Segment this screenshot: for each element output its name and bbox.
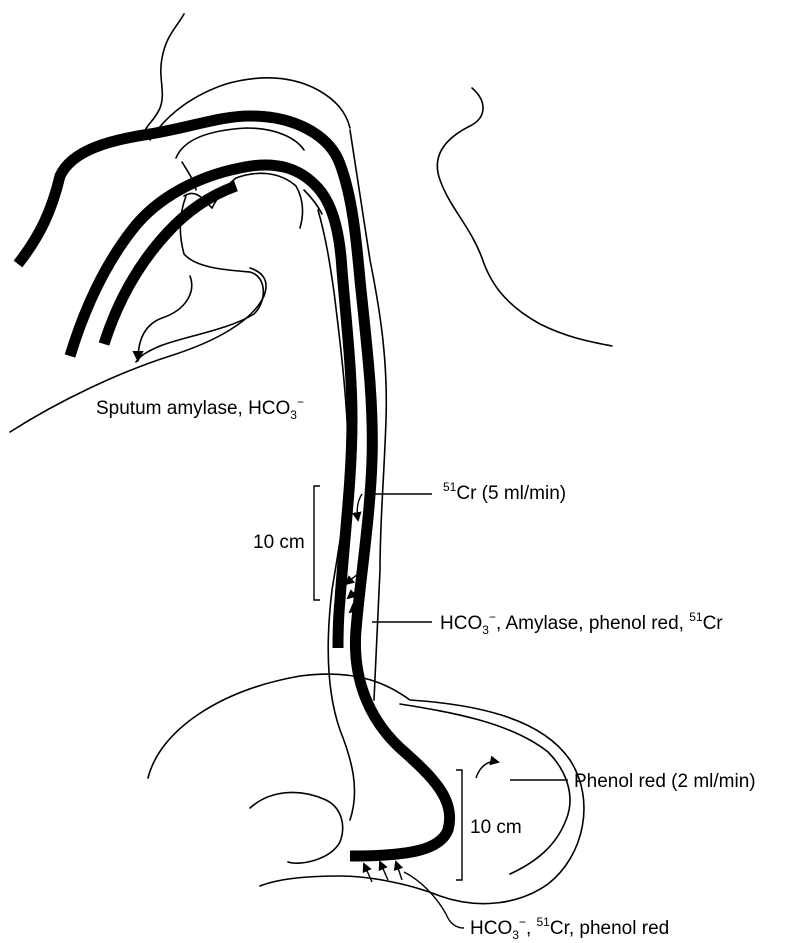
cr-infusion-arrow <box>357 494 362 520</box>
gastric-infusion-label: Phenol red (2 ml/min) <box>574 772 756 791</box>
neck-back-outline <box>437 88 612 346</box>
gastric-10cm-bracket <box>456 770 462 880</box>
esophageal-infusion-label: 51Cr (5 ml/min) <box>443 484 566 503</box>
stomach-inner-outline <box>250 792 343 863</box>
sputum-arrow <box>138 276 192 360</box>
face-profile-outline <box>144 14 184 136</box>
phenol-infusion-arrow <box>476 762 498 778</box>
gastric-span-label: 10 cm <box>470 818 522 837</box>
oral-tube-segment <box>104 186 236 344</box>
gastric-aspirate-label: HCO3−, 51Cr, phenol red <box>470 919 669 938</box>
esophageal-10cm-bracket <box>314 486 320 600</box>
sputum-label: Sputum amylase, HCO3− <box>96 399 304 418</box>
esophageal-span-label: 10 cm <box>253 533 305 552</box>
mouth-outline <box>136 196 263 362</box>
esophageal-aspirate-label: HCO3−, Amylase, phenol red, 51Cr <box>440 614 723 633</box>
palate-outline <box>176 128 304 158</box>
nasal-tube-upper <box>18 116 450 856</box>
gastric-aspirate-arrow-3 <box>396 862 402 880</box>
gastric-aspirate-arrow-1 <box>364 864 372 882</box>
gastric-aspirate-arrow-2 <box>380 862 388 880</box>
